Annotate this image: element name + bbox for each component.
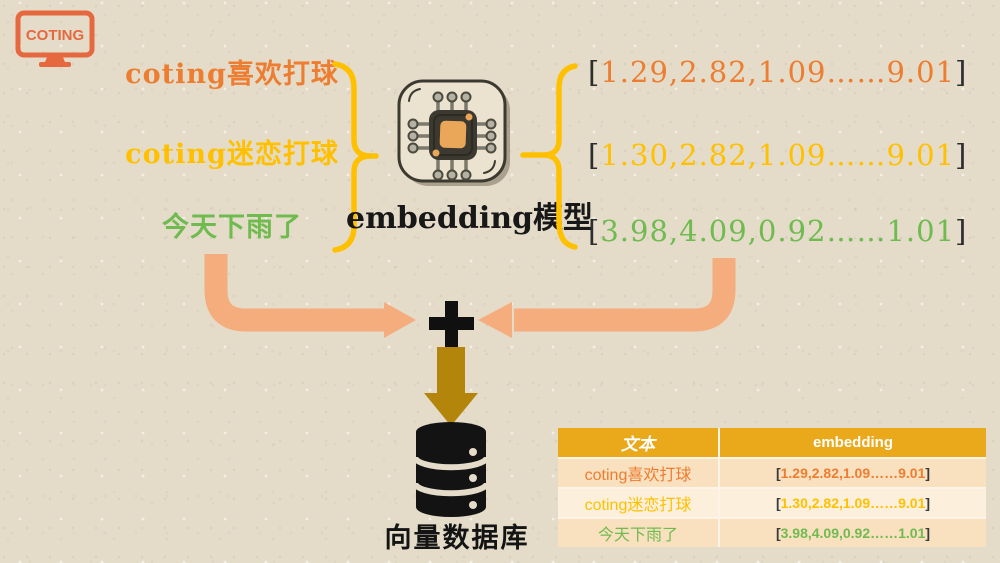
output-vector-2: [1.30,2.82,1.09……9.01] bbox=[588, 137, 967, 173]
elbow-arrow-right-shaft bbox=[514, 258, 736, 332]
table-cell-text: coting迷恋打球 bbox=[558, 489, 720, 517]
table-cell-embedding: [1.30,2.82,1.09……9.01] bbox=[720, 489, 986, 517]
elbow-arrow-right-head bbox=[478, 302, 512, 338]
embedding-values: 1.30,2.82,1.09……9.01 bbox=[780, 495, 926, 511]
table-header-row: 文本 embedding bbox=[558, 428, 986, 457]
embedding-values: 3.98,4.09,0.92……1.01 bbox=[780, 525, 926, 541]
table-header-embedding-column: embedding bbox=[812, 434, 893, 451]
table-cell-embedding: [1.29,2.82,1.09……9.01] bbox=[720, 459, 986, 487]
bracket-close: ] bbox=[955, 214, 968, 248]
bracket-open: [ bbox=[775, 525, 781, 541]
table-row: coting喜欢打球 [1.29,2.82,1.09……9.01] bbox=[558, 457, 986, 487]
embedding-model-label: embedding模型 bbox=[346, 201, 594, 236]
monitor-stand bbox=[45, 55, 65, 62]
table-header-text-column: 文本 bbox=[558, 428, 720, 457]
logo-text: COTING bbox=[26, 27, 84, 44]
right-curly-brace-icon bbox=[332, 61, 379, 253]
input-sentence-1: coting喜欢打球 bbox=[125, 59, 339, 90]
merge-arrows bbox=[204, 254, 736, 338]
table-cell-text: 今天下雨了 bbox=[558, 519, 720, 547]
bracket-close: ] bbox=[955, 55, 968, 89]
embedding-values: 1.29,2.82,1.09……9.01 bbox=[780, 465, 926, 481]
elbow-arrow-left-shaft bbox=[204, 254, 386, 332]
bracket-close: ] bbox=[955, 138, 968, 172]
database-icon bbox=[413, 422, 489, 517]
bracket-close: ] bbox=[925, 495, 931, 511]
chip-icon bbox=[397, 79, 510, 186]
vector-values: 1.30,2.82,1.09……9.01 bbox=[600, 138, 956, 172]
monitor-icon: COTING bbox=[15, 10, 95, 67]
left-curly-brace-icon bbox=[520, 63, 578, 250]
bracket-open: [ bbox=[588, 214, 601, 248]
embedding-table: 文本 embedding coting喜欢打球 [1.29,2.82,1.09…… bbox=[558, 428, 986, 547]
bracket-close: ] bbox=[925, 465, 931, 481]
vector-database-label: 向量数据库 bbox=[384, 523, 530, 554]
bracket-close: ] bbox=[925, 525, 931, 541]
vector-values: 3.98,4.09,0.92……1.01 bbox=[600, 214, 956, 248]
bracket-open: [ bbox=[588, 55, 601, 89]
bracket-open: [ bbox=[588, 138, 601, 172]
table-row: 今天下雨了 [3.98,4.09,0.92……1.01] bbox=[558, 517, 986, 547]
output-vector-3: [3.98,4.09,0.92……1.01] bbox=[588, 213, 967, 249]
elbow-arrow-left-head bbox=[384, 302, 416, 338]
table-row: coting迷恋打球 [1.30,2.82,1.09……9.01] bbox=[558, 487, 986, 517]
input-sentence-3: 今天下雨了 bbox=[162, 212, 302, 243]
plus-icon bbox=[429, 301, 474, 347]
down-arrow-icon bbox=[424, 347, 478, 426]
table-cell-text: coting喜欢打球 bbox=[558, 459, 720, 487]
input-sentence-2: coting迷恋打球 bbox=[125, 139, 339, 170]
vector-values: 1.29,2.82,1.09……9.01 bbox=[600, 55, 956, 89]
bracket-open: [ bbox=[775, 495, 781, 511]
bracket-open: [ bbox=[775, 465, 781, 481]
table-cell-embedding: [3.98,4.09,0.92……1.01] bbox=[720, 519, 986, 547]
output-vector-1: [1.29,2.82,1.09……9.01] bbox=[588, 54, 967, 90]
